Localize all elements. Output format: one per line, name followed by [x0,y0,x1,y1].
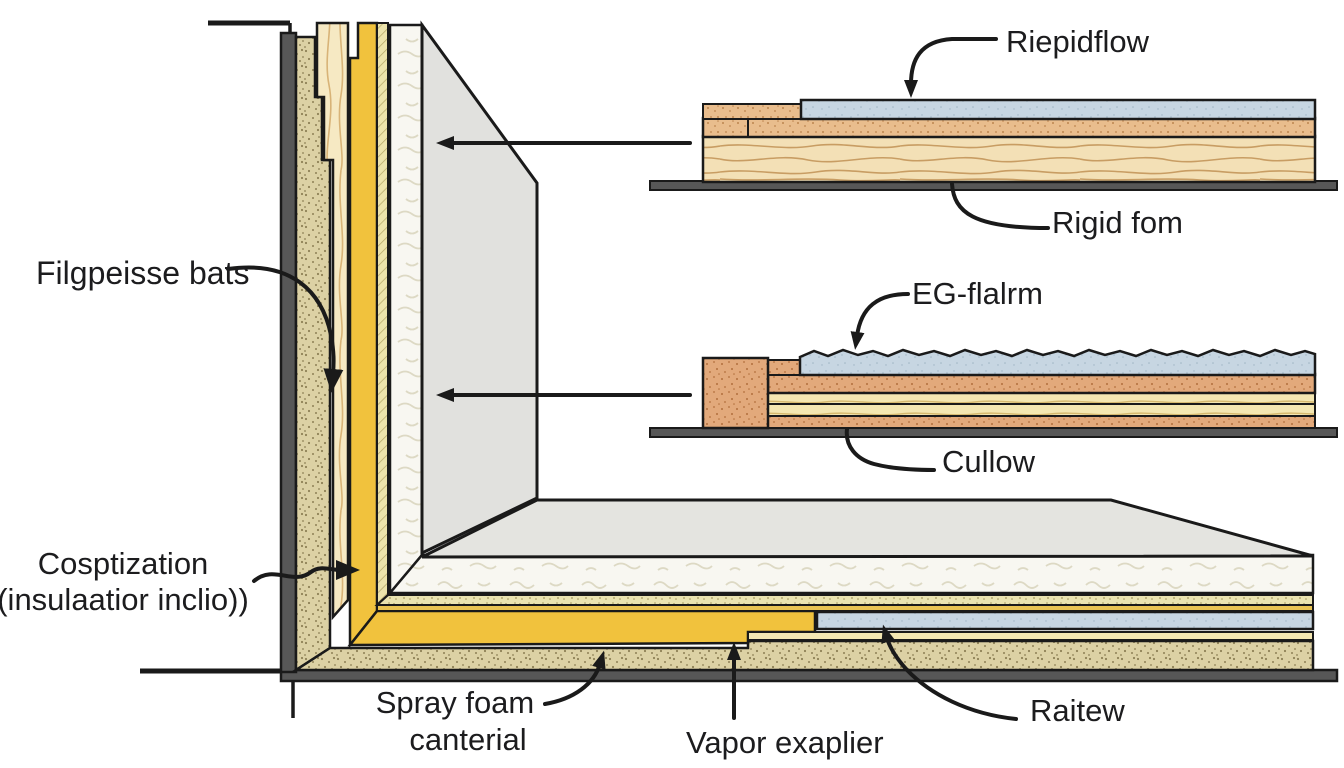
label-eg-flalrm: EG-flalrm [912,276,1043,311]
label-cosptization-line2: (insulaatior inclio)) [0,582,249,617]
inset2-bottom-orange-layer [767,415,1316,429]
floor-base-membrane [279,668,1339,683]
floor-gold-strip [376,604,1314,612]
inset2-orange-step [767,359,802,376]
floor-spray-foam-layer [347,609,817,647]
label-vapor-barrier: Vapor exaplier [686,725,884,760]
corner-fold-strip [376,594,389,606]
rigid-foam-leader-line [950,182,1050,230]
wall-foam-board [388,23,424,597]
detail-inset-rigid-foam [649,98,1338,191]
labels: Filgpeisse bats Cosptization (insulaatio… [0,24,1183,760]
cullow-leader-line [844,427,936,472]
floor-vapor-layer [815,610,1315,631]
floor-underlay-strip [374,594,1314,606]
interior-floor-surface [421,498,1314,559]
inset1-osb-layer [701,116,1317,139]
floor-thin-wood-strip [747,631,1314,641]
interior-wall-surface [420,20,539,556]
leader-arrows [226,37,1050,721]
label-fiberglass-batts: Filgpeisse bats [36,255,249,291]
floor-foam-board [387,553,1315,595]
label-cullow: Cullow [942,444,1036,479]
inset2-end-block [701,356,770,430]
inset1-wood-deck [701,134,1317,184]
inset2-textured-top-layer [798,348,1317,377]
corner-fold-tan [295,647,331,671]
raitew-leader-arrow [881,624,1018,721]
label-cosptization-line1: Cosptization [38,546,209,581]
inset2-base-strip [649,427,1338,438]
label-spray-foam-line1: Spray foam [376,685,535,720]
label-raitew: Raitew [1030,693,1125,728]
corner-fold-yellow [349,610,378,646]
wall-wood-stud [315,21,350,621]
detail-inset-subfloor [649,348,1338,438]
corner-fold-foam [389,554,423,594]
wall-floor-section [140,20,1339,718]
inset2-wood-strip-2 [767,403,1316,417]
inset2-orange-layer [766,372,1317,395]
label-rigid-foam: Rigid fom [1052,205,1183,240]
wall-batt-insulation [348,21,379,649]
wall-membrane-strip [376,22,389,608]
inset1-rigid-foam-layer [799,98,1317,121]
fiberglass-batts-leader-arrow [226,265,344,393]
rigid-top-leader-arrow [904,37,998,98]
eg-flalrm-leader-arrow [850,292,910,350]
label-rigid-top: Riepidflow [1006,24,1150,59]
inset2-wood-strip-1 [767,392,1316,405]
cosptization-leader-arrow [252,559,360,583]
inset1-edge-strip [702,103,802,120]
spray-foam-leader-arrow [543,650,606,706]
label-spray-foam-line2: canterial [409,722,526,757]
